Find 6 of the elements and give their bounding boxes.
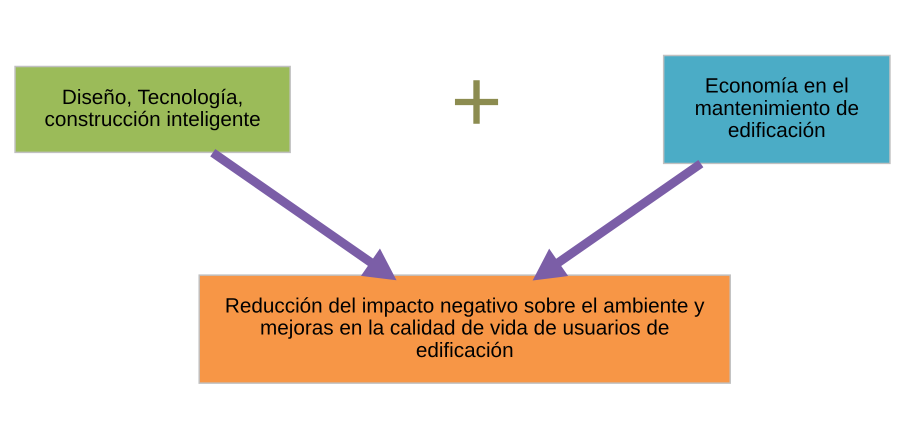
node-box: Economía en el mantenimiento de edificación bbox=[662, 54, 890, 164]
arrow bbox=[532, 160, 703, 280]
node-box: Reducción del impacto negativo sobre el ambiente y mejoras en la calidad de vida de usuarios de edificación bbox=[198, 274, 730, 384]
arrow bbox=[210, 148, 396, 280]
label: + bbox=[450, 51, 502, 150]
node-box: Diseño, Tecnología, construcción inteligente bbox=[14, 65, 290, 153]
